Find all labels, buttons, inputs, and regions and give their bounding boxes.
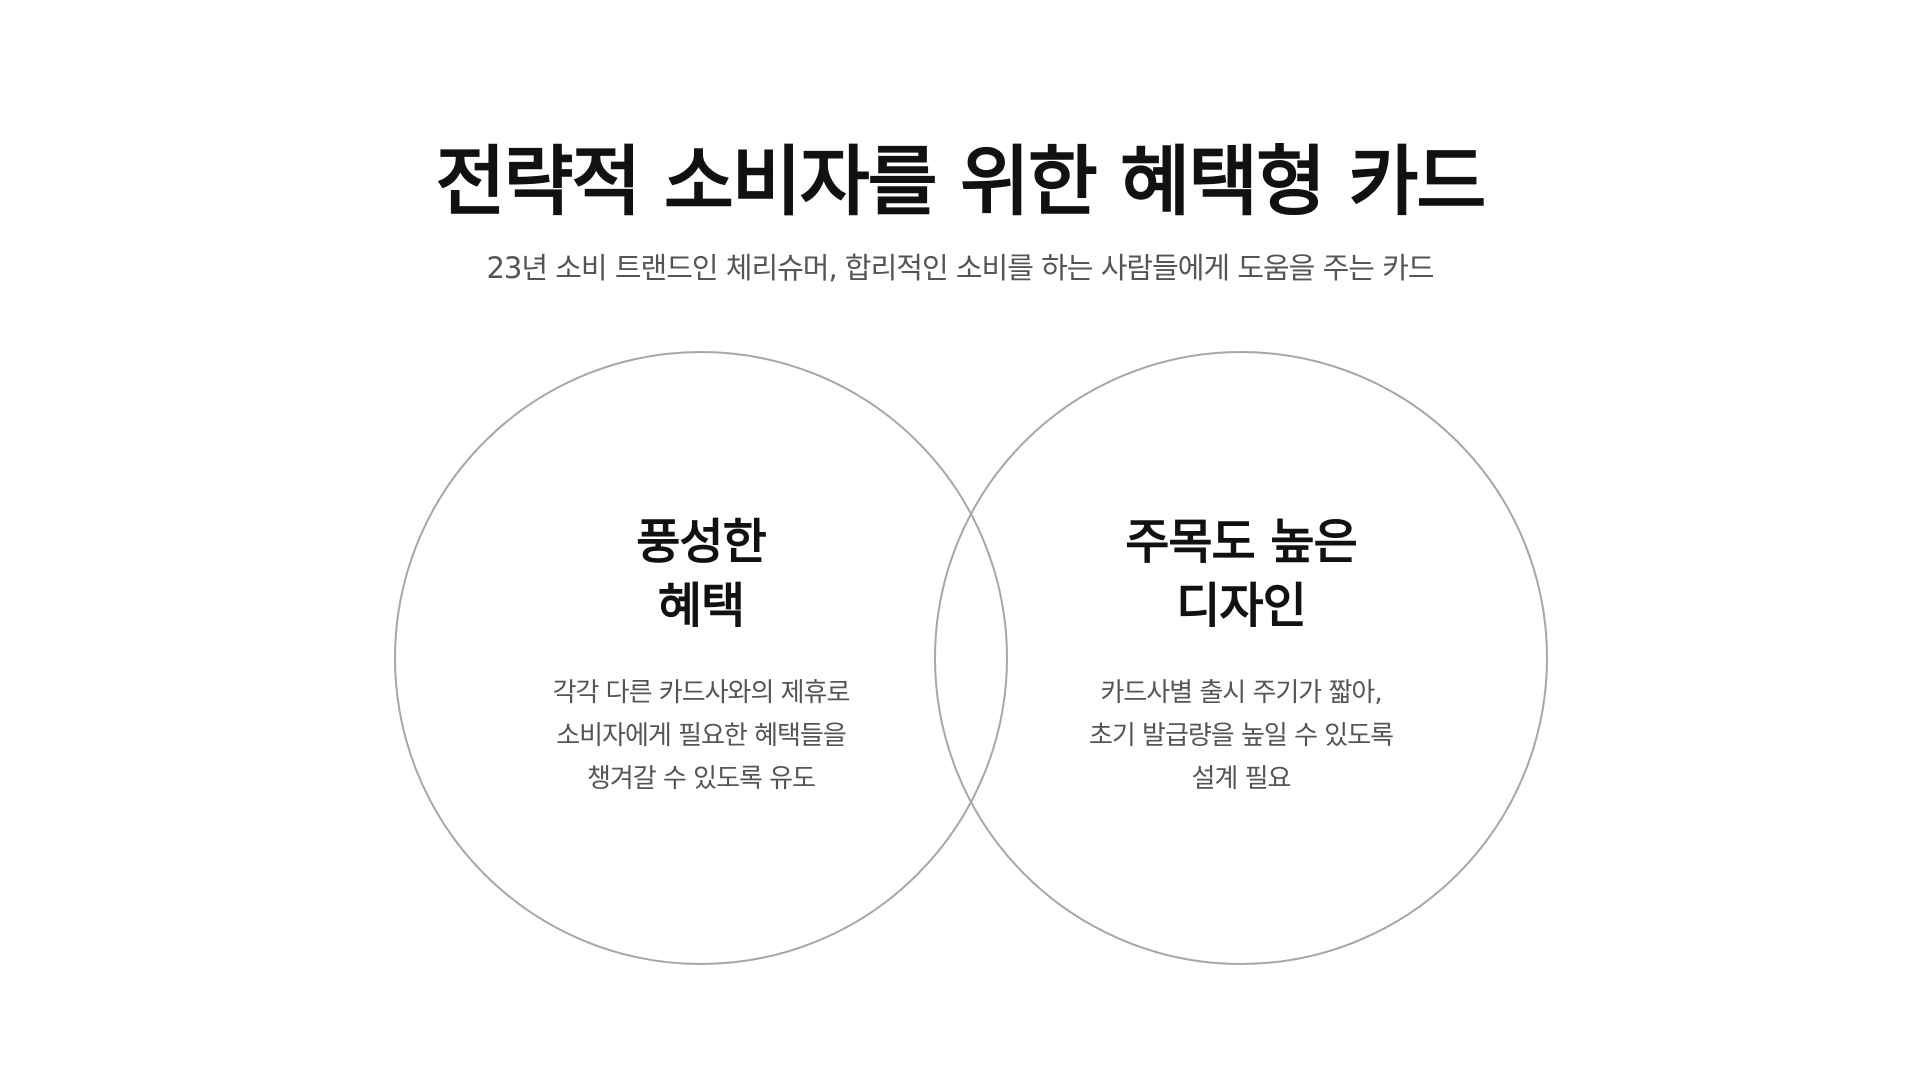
set-description-design: 카드사별 출시 주기가 짧아, 초기 발급량을 높일 수 있도록 설계 필요 [1088,678,1394,794]
set-title-design: 주목도 높은 디자인 [1125,514,1358,634]
set-title-benefits: 풍성한 혜택 [636,514,766,634]
set-description-benefits: 각각 다른 카드사와의 제휴로 소비자에게 필요한 혜택들을 챙겨갈 수 있도록… [552,678,851,794]
venn-set-design: 주목도 높은 디자인 카드사별 출시 주기가 짧아, 초기 발급량을 높일 수 … [981,510,1501,801]
page-title: 전략적 소비자를 위한 혜택형 카드 [435,137,1487,226]
page-subtitle: 23년 소비 트랜드인 체리슈머, 합리적인 소비를 하는 사람들에게 도움을 … [486,251,1434,285]
venn-set-benefits: 풍성한 혜택 각각 다른 카드사와의 제휴로 소비자에게 필요한 혜택들을 챙겨… [441,510,961,801]
